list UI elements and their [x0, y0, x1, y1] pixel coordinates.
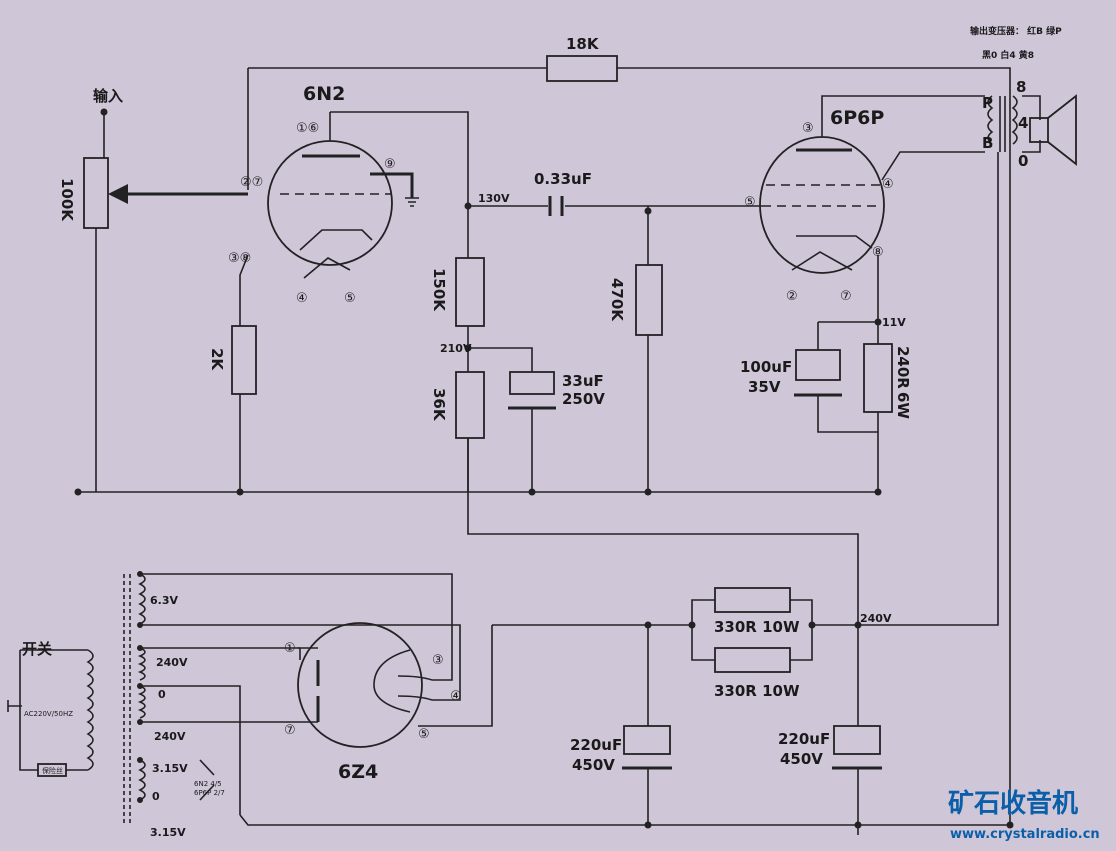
- r36k-value: 36K: [430, 388, 448, 422]
- transformer-labels: 6.3V 240V 0 240V 3.15V 0 3.15V: [150, 594, 188, 839]
- resistor-470k: [635, 264, 663, 336]
- voltage-130v: 130V: [478, 192, 510, 205]
- c100-value: 100uF: [740, 358, 792, 376]
- pin-t1-4: ④: [296, 291, 308, 306]
- pot-value: 100K: [58, 178, 76, 222]
- pin-t3-3: ③: [432, 653, 444, 668]
- output-transformer: [987, 94, 1077, 166]
- pin-t1-27: ②⑦: [240, 175, 263, 190]
- c33-voltage: 250V: [562, 390, 605, 408]
- r240-watt: 6W: [894, 392, 912, 419]
- tube-labels: 6N2 6P6P 6Z4: [303, 83, 884, 783]
- c033-value: 0.33uF: [534, 170, 592, 188]
- pin-t2-3: ③: [802, 121, 814, 136]
- tube-6z4: [297, 622, 433, 748]
- pin-t3-5: ⑤: [418, 727, 430, 742]
- pin-t1-38: ③⑧: [228, 251, 251, 266]
- resistor-150k: [455, 257, 485, 327]
- potentiometer-100k: [83, 157, 109, 229]
- voltage-240v: 240V: [860, 612, 892, 625]
- tap-4: 4: [1018, 114, 1028, 132]
- winding-3-15v-b: 3.15V: [150, 826, 186, 839]
- pin-t1-16: ①⑥: [296, 121, 319, 136]
- winding-0-b: 0: [152, 790, 160, 803]
- winding-3-15v-a: 3.15V: [152, 762, 188, 775]
- tube-6n2: [267, 112, 419, 279]
- pot-wiper-arrow: [108, 184, 248, 204]
- power-transformer: [7, 573, 215, 826]
- tap-8: 8: [1016, 78, 1026, 96]
- r330a-value: 330R 10W: [714, 618, 800, 636]
- c33-value: 33uF: [562, 372, 604, 390]
- resistor-2k: [231, 325, 257, 395]
- r330b-value: 330R 10W: [714, 682, 800, 700]
- pin-t2-5: ⑤: [744, 195, 756, 210]
- voltage-210v: 210V: [440, 342, 472, 355]
- tube-6p6p-label: 6P6P: [830, 107, 884, 129]
- tap-0: 0: [1018, 152, 1028, 170]
- resistor-36k: [455, 371, 485, 439]
- heater-note-1: 6N2 4/5: [194, 780, 222, 788]
- resistor-330r-a: [714, 587, 791, 613]
- watermark: 矿石收音机 www.crystalradio.cn: [948, 788, 1100, 842]
- pin-t2-7: ⑦: [840, 289, 852, 304]
- pin-t2-4: ④: [882, 177, 894, 192]
- pin-t3-7: ⑦: [284, 723, 296, 738]
- pin-t2-8: ⑧: [872, 245, 884, 260]
- c220a-voltage: 450V: [572, 756, 615, 774]
- resistor-330r-b: [714, 647, 791, 673]
- output-tx-note-1: 输出变压器： 红B 绿P: [970, 25, 1062, 37]
- input-label: 输入: [93, 87, 123, 105]
- pin-t1-5: ⑤: [344, 291, 356, 306]
- c100-voltage: 35V: [748, 378, 781, 396]
- resistor-240r: [863, 343, 893, 413]
- r150k-value: 150K: [430, 268, 448, 312]
- heater-note-2: 6P6P 2/7: [194, 789, 225, 797]
- c220b-value: 220uF: [778, 730, 830, 748]
- ac-label: AC220V/50HZ: [24, 710, 73, 718]
- c220b-voltage: 450V: [780, 750, 823, 768]
- winding-6-3v: 6.3V: [150, 594, 178, 607]
- r18k-value: 18K: [566, 35, 600, 53]
- r2k-value: 2K: [208, 348, 226, 371]
- resistors: [83, 55, 893, 673]
- r470k-value: 470K: [608, 278, 626, 322]
- tube-6p6p: [759, 120, 885, 274]
- capacitors: [508, 196, 882, 770]
- pin-t3-1: ①: [284, 641, 296, 656]
- fuse-label: 保险丝: [42, 766, 63, 775]
- pin-t2-2: ②: [786, 289, 798, 304]
- r240-value: 240R: [894, 346, 912, 389]
- pin-t1-9: ⑨: [384, 157, 396, 172]
- pin-labels: ①⑥ ②⑦ ③⑧ ⑨ ④ ⑤ ③ ④ ⑤ ⑧ ② ⑦ ① ③ ④ ⑤ ⑦: [228, 121, 894, 742]
- pin-t3-4: ④: [450, 689, 462, 704]
- winding-240v-a: 240V: [156, 656, 188, 669]
- output-tx-labels: 输出变压器： 红B 绿P 黑0 白4 黄8 P B 8 4 0: [970, 25, 1062, 170]
- winding-240v-b: 240V: [154, 730, 186, 743]
- tube-6n2-label: 6N2: [303, 83, 345, 105]
- tap-p: P: [982, 94, 993, 112]
- tube-6z4-label: 6Z4: [338, 761, 378, 783]
- c220a-value: 220uF: [570, 736, 622, 754]
- voltage-11v: 11V: [882, 316, 906, 329]
- winding-0: 0: [158, 688, 166, 701]
- switch-label: 开关: [22, 640, 52, 658]
- watermark-url: www.crystalradio.cn: [950, 827, 1100, 842]
- output-tx-note-2: 黑0 白4 黄8: [982, 49, 1034, 61]
- tap-b: B: [982, 134, 993, 152]
- watermark-brand: 矿石收音机: [948, 788, 1078, 819]
- wires: [19, 67, 1011, 835]
- voltage-labels: 130V 210V 11V 240V: [440, 192, 906, 625]
- component-labels: 输入 100K 18K 2K 150K 36K 0.33uF 470K 33uF…: [22, 35, 912, 797]
- resistor-18k: [546, 55, 618, 82]
